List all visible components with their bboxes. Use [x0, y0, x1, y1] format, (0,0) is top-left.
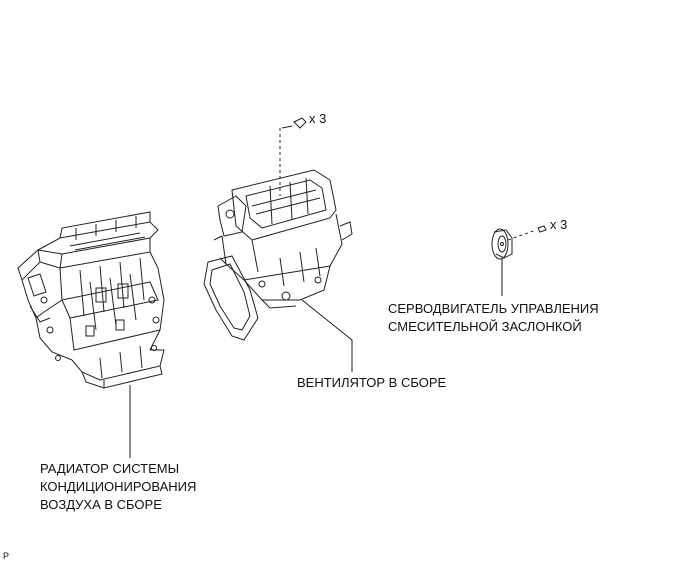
- blower-screw-icon: [281, 117, 307, 129]
- radiator-label-line-2: КОНДИЦИОНИРОВАНИЯ: [40, 479, 197, 494]
- servo-screw-count: x 3: [550, 217, 568, 232]
- servo-screw-icon: [537, 225, 547, 233]
- servo-label-line-1: СЕРВОДВИГАТЕЛЬ УПРАВЛЕНИЯ: [388, 301, 599, 316]
- blower-assembly-label: ВЕНТИЛЯТОР В СБОРЕ: [297, 374, 446, 392]
- servo-motor-label: СЕРВОДВИГАТЕЛЬ УПРАВЛЕНИЯ СМЕСИТЕЛЬНОЙ З…: [388, 300, 599, 336]
- radiator-label-line-3: ВОЗДУХА В СБОРЕ: [40, 497, 162, 512]
- radiator-label-line-1: РАДИАТОР СИСТЕМЫ: [40, 461, 180, 476]
- corner-mark: P: [3, 551, 10, 561]
- servo-label-line-2: СМЕСИТЕЛЬНОЙ ЗАСЛОНКОЙ: [388, 319, 582, 334]
- blower-label-line-1: ВЕНТИЛЯТОР В СБОРЕ: [297, 375, 447, 390]
- servo-motor-drawing: [491, 228, 513, 260]
- servo-screw-dashed-line: [507, 229, 537, 241]
- radiator-assembly-drawing: [17, 211, 165, 389]
- blower-screw-count: x 3: [309, 111, 327, 126]
- blower-assembly-drawing: [203, 169, 353, 341]
- blower-leader-line: [301, 299, 353, 372]
- radiator-assembly-label: РАДИАТОР СИСТЕМЫ КОНДИЦИОНИРОВАНИЯ ВОЗДУ…: [40, 460, 196, 514]
